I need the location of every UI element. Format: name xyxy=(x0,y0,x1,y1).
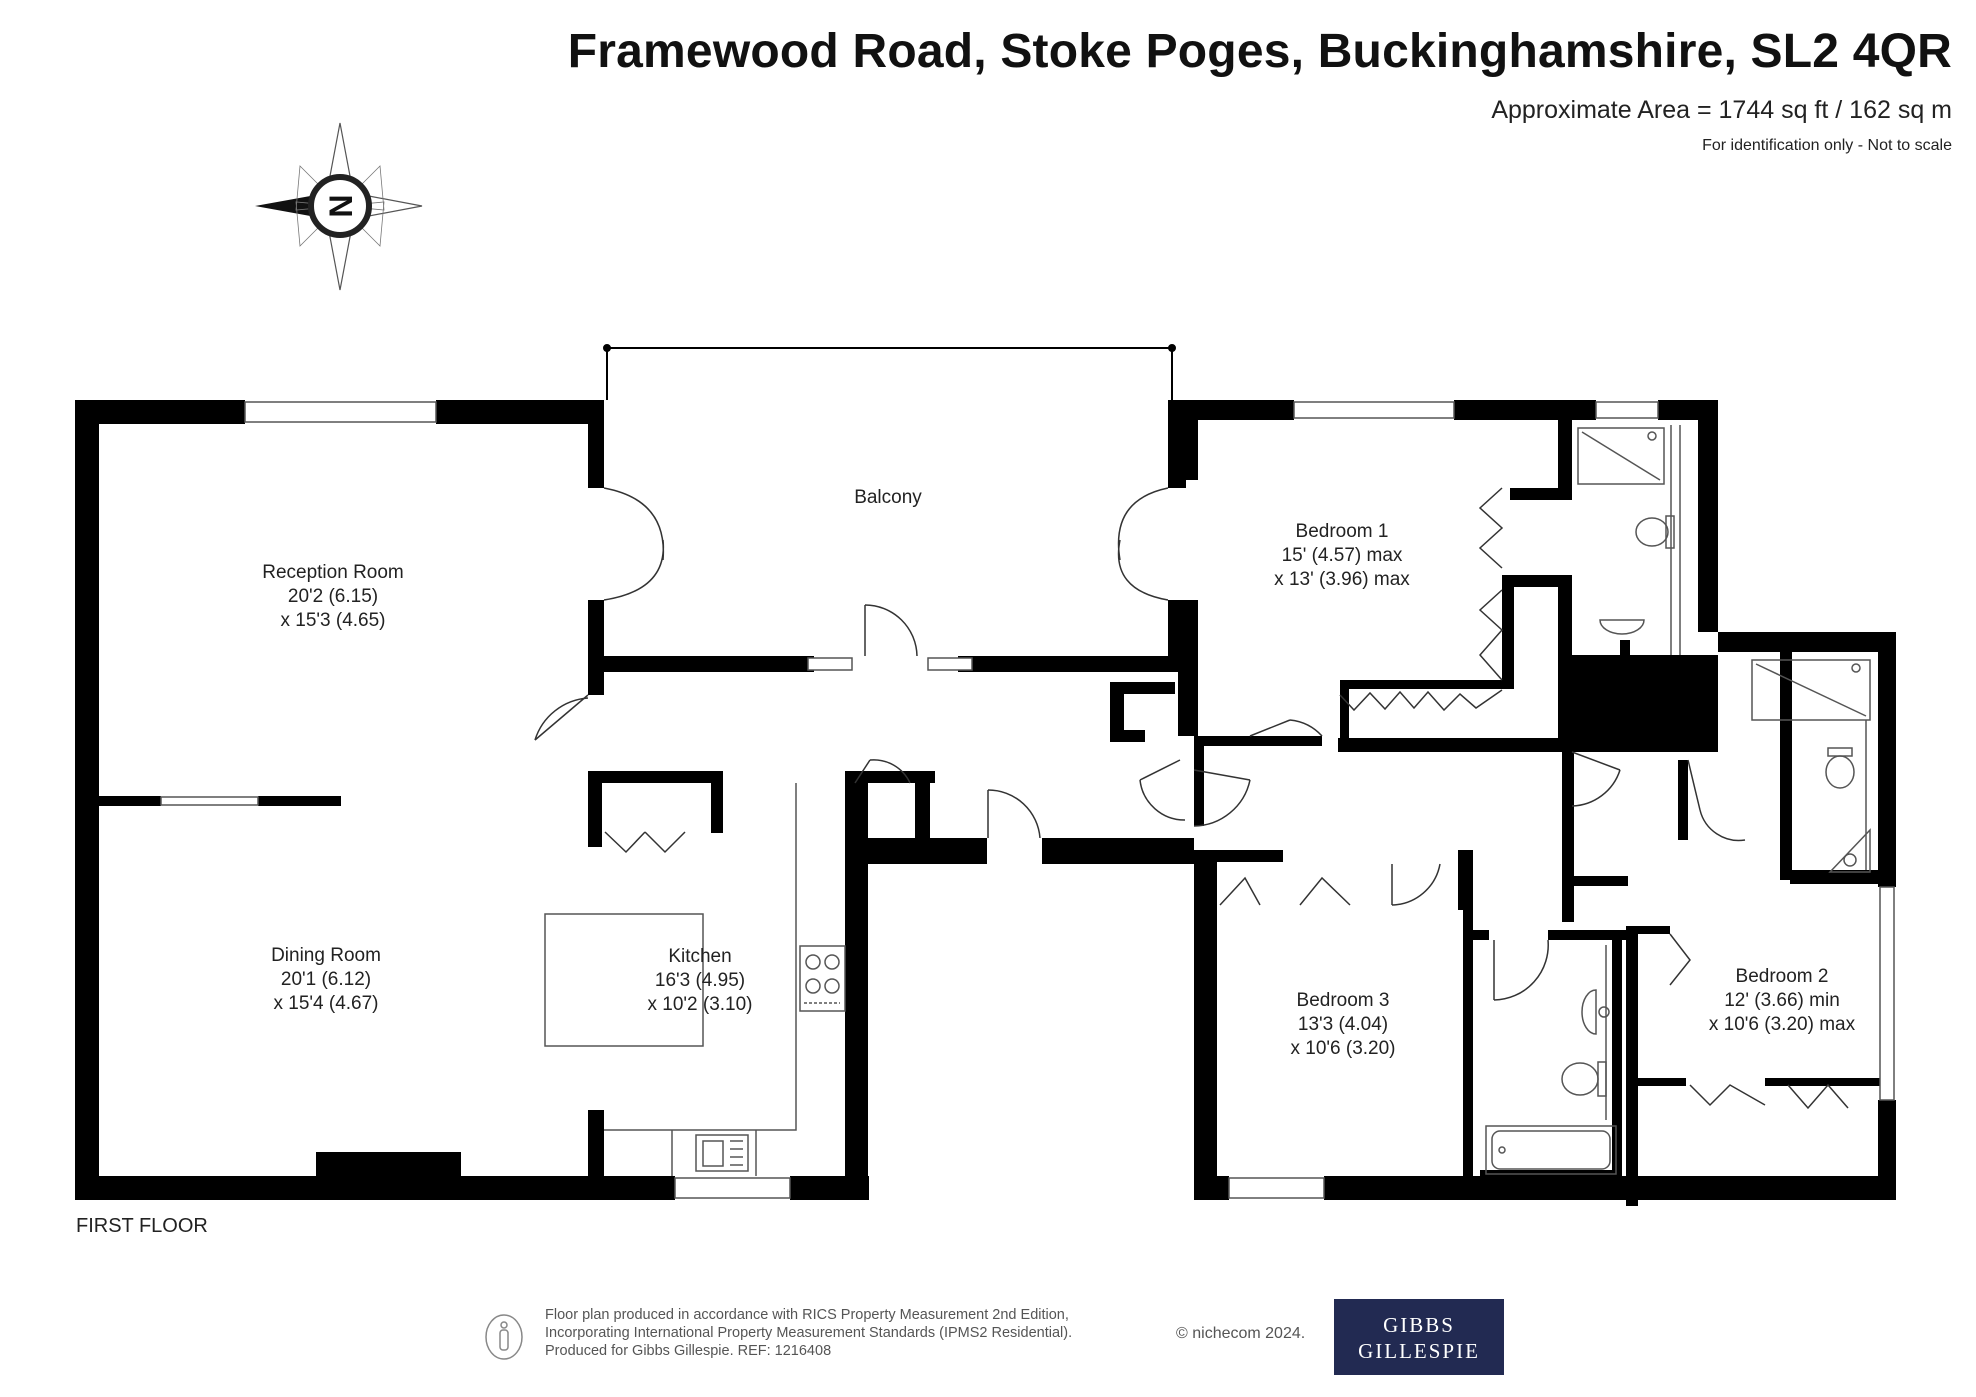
door-swings xyxy=(534,487,1849,1110)
reception-room-dim1: 20'2 (6.15) xyxy=(288,586,378,607)
bedroom2-dim1: 12' (3.66) min xyxy=(1724,990,1840,1011)
bedroom1-name: Bedroom 1 xyxy=(1296,521,1389,542)
balcony-name: Balcony xyxy=(854,487,922,508)
compass-icon: N xyxy=(255,122,423,291)
dining-room-dim1: 20'1 (6.12) xyxy=(281,969,371,990)
measurement-standard-icon xyxy=(484,1313,524,1361)
bedroom1-dim2: x 13' (3.96) max xyxy=(1274,569,1410,590)
footer-line-1: Floor plan produced in accordance with R… xyxy=(545,1307,1069,1323)
dining-room-name: Dining Room xyxy=(271,945,381,966)
floor-label: FIRST FLOOR xyxy=(76,1215,208,1237)
windows xyxy=(160,401,1895,1199)
walls xyxy=(75,400,1896,1206)
copyright: © nichecom 2024. xyxy=(1176,1325,1306,1342)
bedroom2-dim2: x 10'6 (3.20) max xyxy=(1709,1014,1856,1035)
footer-line-3: Produced for Gibbs Gillespie. REF: 12164… xyxy=(545,1343,832,1359)
compass-letter: N xyxy=(323,194,359,217)
bedroom2-name: Bedroom 2 xyxy=(1736,966,1829,987)
bedroom1-dim1: 15' (4.57) max xyxy=(1282,545,1403,566)
reception-room-name: Reception Room xyxy=(262,562,404,583)
kitchen-name: Kitchen xyxy=(668,946,731,967)
footer-notes: Floor plan produced in accordance with R… xyxy=(545,1306,1072,1360)
page-title: Framewood Road, Stoke Poges, Buckinghams… xyxy=(567,25,1952,78)
kitchen-dim2: x 10'2 (3.10) xyxy=(647,994,752,1015)
bedroom3-name: Bedroom 3 xyxy=(1297,990,1390,1011)
dining-room-dim2: x 15'4 (4.67) xyxy=(273,993,378,1014)
kitchen-fixtures xyxy=(544,783,846,1176)
bedroom3-dim1: 13'3 (4.04) xyxy=(1298,1014,1388,1035)
logo-line-1: GIBBS xyxy=(1383,1313,1455,1337)
approximate-area: Approximate Area = 1744 sq ft / 162 sq m xyxy=(1491,96,1952,124)
reception-room-dim2: x 15'3 (4.65) xyxy=(280,610,385,631)
gibbs-gillespie-logo: GIBBS GILLESPIE xyxy=(1334,1299,1504,1375)
scale-disclaimer: For identification only - Not to scale xyxy=(1702,137,1952,154)
room-labels: Reception Room 20'2 (6.15) x 15'3 (4.65)… xyxy=(262,487,1855,1059)
balcony-railing xyxy=(603,344,1176,400)
kitchen-dim1: 16'3 (4.95) xyxy=(655,970,745,991)
logo-line-2: GILLESPIE xyxy=(1358,1339,1480,1363)
bathroom-fixtures xyxy=(1485,425,1871,1175)
bedroom3-dim2: x 10'6 (3.20) xyxy=(1290,1038,1395,1059)
footer-line-2: Incorporating International Property Mea… xyxy=(545,1325,1073,1341)
